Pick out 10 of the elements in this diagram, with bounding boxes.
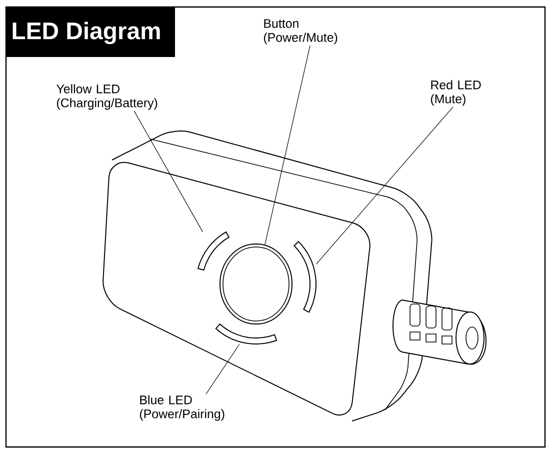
callout-label: Blue LED (Power/Pairing) (140, 395, 224, 421)
button-circle (220, 244, 292, 324)
title-banner: LED Diagram (6, 7, 175, 57)
callout-label: Button (Power/Mute) (264, 19, 338, 44)
callout-label: Yellow LED (Charging/Battery) (56, 84, 158, 110)
leader-line (134, 110, 203, 232)
callout-label: Red LED (Mute) (430, 80, 481, 106)
leader-line (316, 106, 454, 264)
leader-line (206, 344, 240, 394)
leader-line (264, 45, 310, 246)
